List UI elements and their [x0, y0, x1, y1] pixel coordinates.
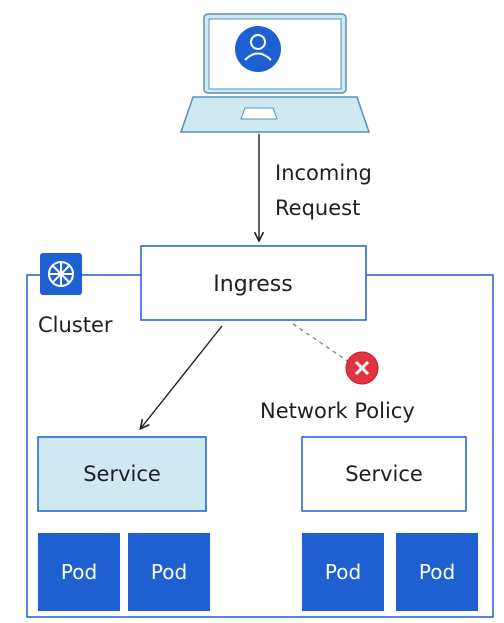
service-box-left	[37, 436, 207, 512]
pod-1-label: Pod	[61, 560, 97, 584]
pod-4-label: Pod	[419, 560, 455, 584]
ingress-to-service-arrow	[141, 325, 223, 428]
service-left-label: Service	[83, 462, 161, 486]
pod-3: Pod	[302, 533, 384, 611]
pod-3-label: Pod	[325, 560, 361, 584]
laptop-icon	[179, 13, 371, 133]
service-box-right	[301, 436, 467, 512]
pod-4: Pod	[396, 533, 478, 611]
incoming-request-label-line2: Request	[275, 196, 360, 220]
incoming-request-label-line1: Incoming	[275, 161, 372, 185]
cluster-label: Cluster	[38, 313, 113, 337]
ingress-label: Ingress	[213, 272, 292, 297]
pod-2-label: Pod	[151, 560, 187, 584]
blocked-x-icon	[345, 351, 379, 385]
blocked-connection-line	[292, 323, 350, 363]
ingress-box	[140, 245, 367, 321]
kubernetes-helm-icon	[40, 253, 82, 295]
user-avatar-icon	[235, 26, 281, 72]
network-policy-label: Network Policy	[260, 399, 415, 423]
pod-1: Pod	[38, 533, 120, 611]
pod-2: Pod	[128, 533, 210, 611]
service-right-label: Service	[345, 462, 423, 486]
